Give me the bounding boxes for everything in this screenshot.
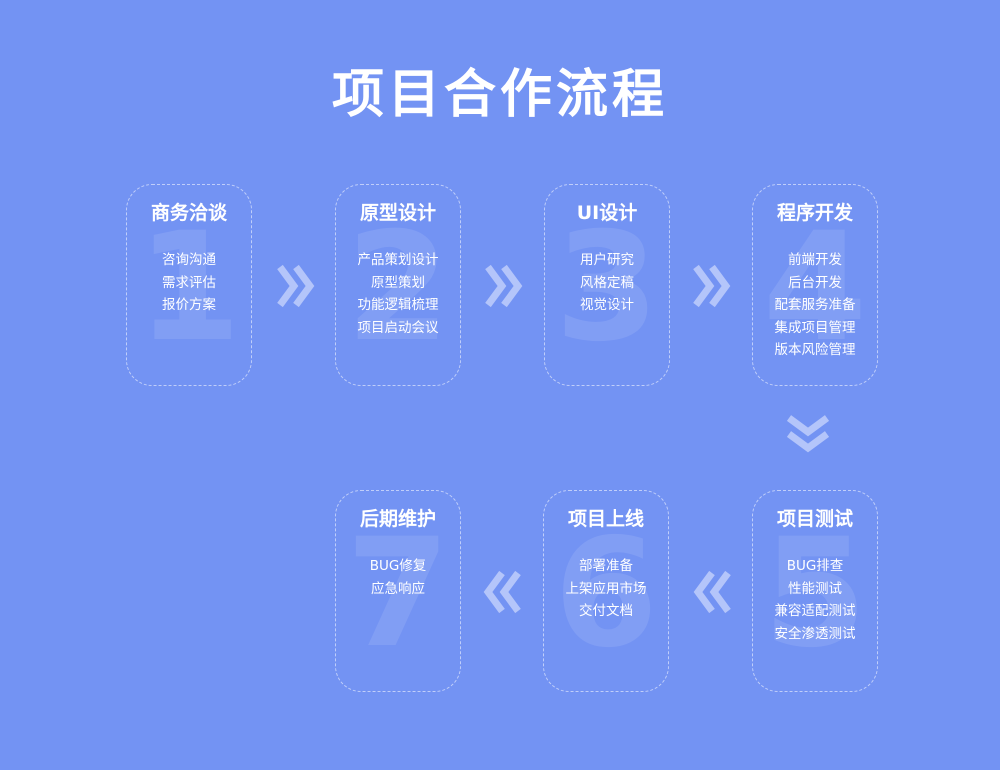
step-title: 程序开发 <box>776 202 853 224</box>
step-item: 风格定稿 <box>580 274 634 291</box>
step-item: 配套服务准备 <box>774 297 856 313</box>
step-number: 7 <box>345 507 451 681</box>
step-item: 项目启动会议 <box>357 319 439 336</box>
step-item: 咨询沟通 <box>162 252 216 268</box>
step-items: BUG修复应急响应 <box>336 555 460 600</box>
double-chevron-left-icon <box>693 570 731 614</box>
step-items: 用户研究风格定稿视觉设计 <box>545 249 669 317</box>
step-item: 报价方案 <box>162 297 216 313</box>
double-chevron-right-icon <box>693 264 731 308</box>
step-item: 版本风险管理 <box>774 342 856 358</box>
step-title: 原型设计 <box>359 202 436 224</box>
page-title: 项目合作流程 <box>331 65 668 125</box>
step-item: 需求评估 <box>162 274 216 291</box>
step-title: 后期维护 <box>359 508 436 530</box>
step-item: 用户研究 <box>580 252 634 268</box>
double-chevron-left-icon <box>483 570 521 614</box>
step-number: 4 <box>762 201 868 375</box>
step-items: 咨询沟通需求评估报价方案 <box>127 249 251 317</box>
step-item: 功能逻辑梳理 <box>357 297 439 313</box>
step-item: 兼容适配测试 <box>774 603 856 619</box>
step-number: 5 <box>762 507 868 681</box>
step-number: 3 <box>554 201 660 375</box>
step-item: 集成项目管理 <box>774 319 856 336</box>
step-item: 视觉设计 <box>580 297 634 313</box>
step-item: BUG排查 <box>786 558 844 574</box>
step-item: 后台开发 <box>788 274 842 291</box>
double-chevron-right-icon <box>485 264 523 308</box>
double-chevron-right-icon <box>277 264 315 308</box>
step-items: BUG排查性能测试兼容适配测试安全渗透测试 <box>753 555 877 645</box>
step-items: 前端开发后台开发配套服务准备集成项目管理版本风险管理 <box>753 249 877 362</box>
double-chevron-down-icon <box>786 415 830 453</box>
step-item: 部署准备 <box>579 558 633 574</box>
step-item: BUG修复 <box>369 558 427 574</box>
step-number: 2 <box>345 201 451 375</box>
step-number: 6 <box>553 507 659 681</box>
step-item: 应急响应 <box>371 580 425 597</box>
step-item: 产品策划设计 <box>357 252 439 268</box>
step-item: 上架应用市场 <box>565 580 647 597</box>
step-title: 项目上线 <box>567 508 644 530</box>
step-title: 商务洽谈 <box>150 202 227 224</box>
step-item: 前端开发 <box>788 252 842 268</box>
step-title: UI设计 <box>576 202 638 224</box>
step-items: 产品策划设计原型策划功能逻辑梳理项目启动会议 <box>336 249 460 339</box>
step-number: 1 <box>136 201 242 375</box>
step-items: 部署准备上架应用市场交付文档 <box>544 555 668 623</box>
step-item: 交付文档 <box>579 603 633 619</box>
step-item: 安全渗透测试 <box>774 625 856 642</box>
step-item: 性能测试 <box>788 580 842 597</box>
step-title: 项目测试 <box>776 508 853 530</box>
step-item: 原型策划 <box>371 274 425 291</box>
